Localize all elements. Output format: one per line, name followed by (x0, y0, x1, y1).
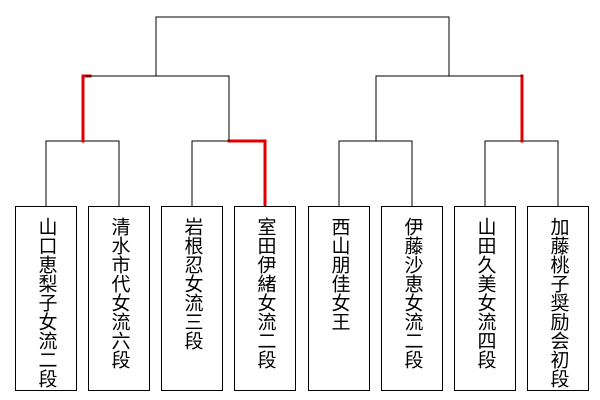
player-box-1: 山口恵梨子女流二段 (15, 206, 77, 391)
player-box-2: 清水市代女流六段 (88, 206, 150, 391)
player-name: 清水市代女流六段 (108, 217, 131, 369)
player-name: 室田伊緒女流二段 (254, 217, 277, 369)
player-name: 岩根忍女流三段 (181, 217, 204, 350)
player-box-7: 山田久美女流四段 (454, 206, 516, 391)
player-box-3: 岩根忍女流三段 (161, 206, 223, 391)
player-name: 伊藤沙恵女流二段 (401, 217, 424, 369)
player-name: 加藤桃子奨励会初段 (547, 217, 570, 388)
player-name: 山口恵梨子女流二段 (35, 217, 58, 388)
player-box-5: 西山朋佳女王 (308, 206, 370, 391)
player-box-6: 伊藤沙恵女流二段 (381, 206, 443, 391)
player-box-8: 加藤桃子奨励会初段 (527, 206, 589, 391)
player-name: 西山朋佳女王 (328, 217, 351, 331)
player-box-4: 室田伊緒女流二段 (234, 206, 296, 391)
player-name: 山田久美女流四段 (474, 217, 497, 369)
